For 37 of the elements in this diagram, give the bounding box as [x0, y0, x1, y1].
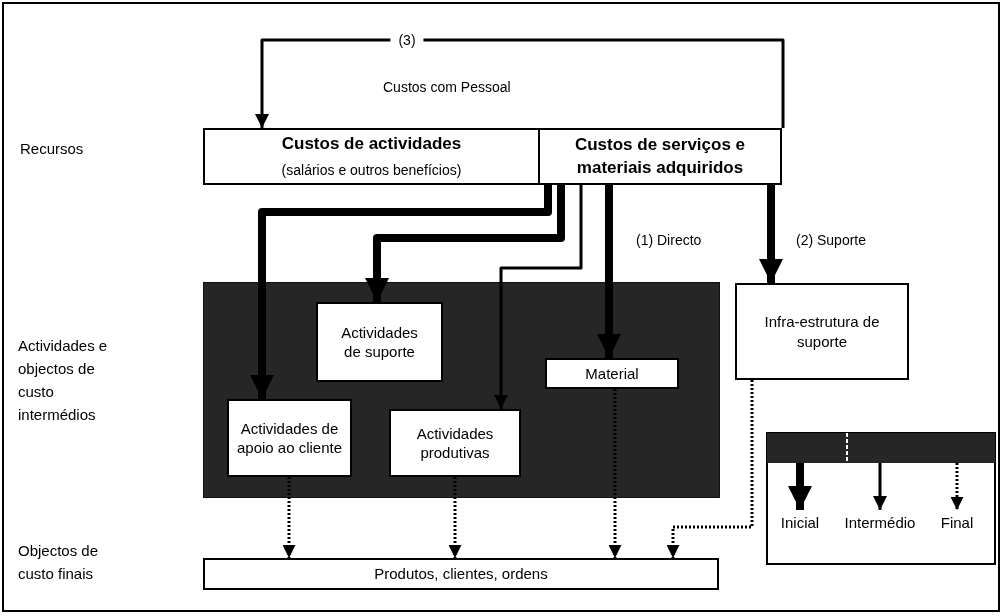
arrow	[597, 185, 621, 358]
text-box	[316, 302, 443, 382]
row-label: Recursos	[20, 139, 84, 159]
text-box	[540, 128, 782, 185]
legend-label: Final	[940, 513, 974, 533]
legend-label: Inicial	[780, 513, 820, 533]
dark-panel	[203, 282, 720, 498]
box-label: Actividades de apoio ao cliente	[235, 418, 344, 458]
box-label: Actividades de suporte	[340, 322, 419, 362]
arrow	[255, 38, 785, 128]
arrow	[759, 185, 783, 283]
text-box	[735, 283, 909, 380]
text-box	[545, 358, 679, 389]
edge-label: (1) Directo	[636, 231, 702, 250]
row-label: Objectos de custo finais	[18, 541, 100, 584]
box-label: Actividades produtivas	[415, 423, 495, 463]
text-box	[203, 558, 719, 590]
box-heading: Custos de actividades	[280, 133, 463, 156]
dotted-arrow	[666, 380, 754, 558]
dotted-arrow	[608, 389, 622, 558]
edge-label: (2) Suporte	[796, 231, 867, 250]
box-label: Custos de serviços e materiais adquiridos	[573, 134, 747, 179]
text-box	[227, 399, 352, 477]
text-box	[389, 409, 521, 477]
box-label: Produtos, clientes, ordens	[373, 564, 549, 584]
legend-label: Intermédio	[844, 513, 916, 533]
box-subtext: (salários e outros benefícios)	[280, 161, 463, 180]
row-label: Actividades e objectos de custo intermédios	[18, 336, 109, 425]
box-label: Infra-estrutura de suporte	[763, 312, 881, 351]
dotted-arrow	[282, 477, 296, 558]
arrow	[365, 185, 565, 302]
box-label: Material	[584, 363, 640, 384]
text-box	[203, 128, 540, 185]
arrow	[250, 185, 552, 399]
note-text: Custos com Pessoal	[383, 78, 511, 97]
dotted-arrow	[448, 477, 462, 558]
arrow	[494, 185, 583, 409]
